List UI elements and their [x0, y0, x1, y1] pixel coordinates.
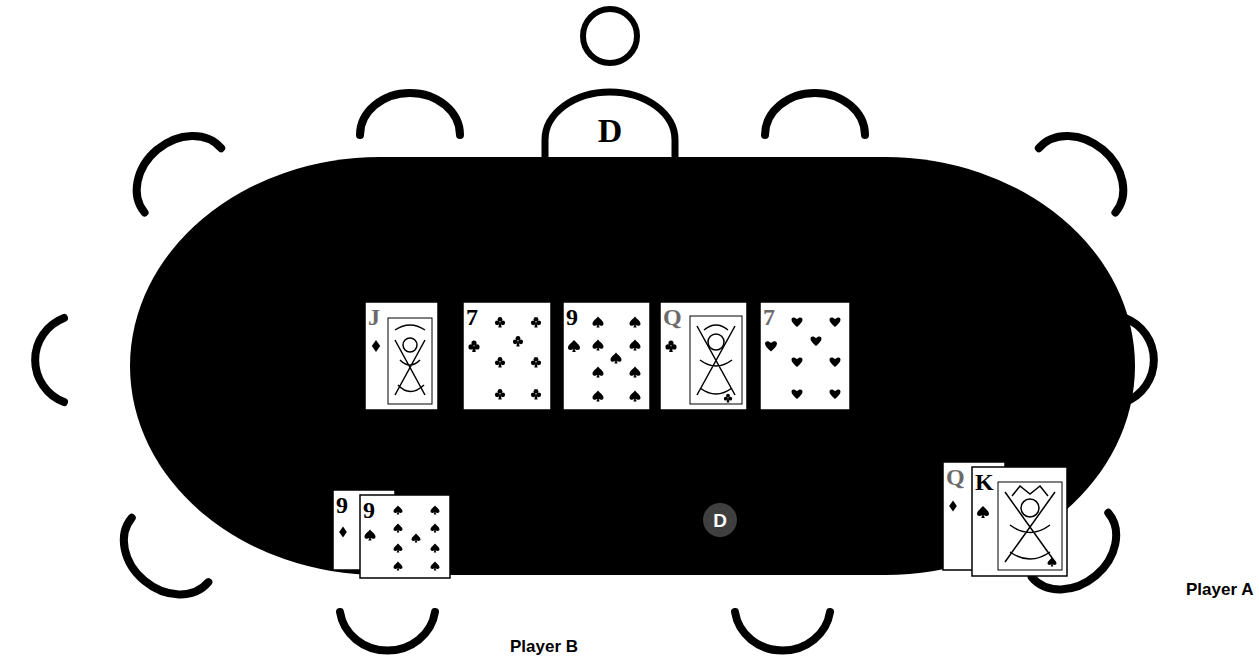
board-card: 7 — [760, 302, 850, 410]
board-cards — [365, 302, 850, 410]
face-art — [697, 325, 735, 395]
hole-card — [972, 467, 1067, 576]
card-rank: Q — [660, 302, 682, 329]
dealer-mark: D — [713, 511, 727, 530]
face-art — [998, 482, 1062, 570]
player-label: Player A — [1186, 581, 1253, 600]
hole-card — [360, 495, 450, 578]
dealer-body — [545, 92, 675, 165]
player-label: Player B — [510, 638, 578, 657]
dealer-mark: D — [598, 114, 623, 148]
face-art — [388, 318, 432, 404]
card-rank: Q — [943, 462, 965, 489]
card-rank: 9 — [333, 490, 348, 517]
board-card: 7 — [463, 302, 551, 410]
card-rank: K — [972, 467, 994, 494]
board-card: 9 — [563, 302, 650, 410]
seat-arcs — [35, 93, 1154, 651]
board-card: Q — [660, 302, 747, 410]
card-rank: 7 — [463, 302, 478, 329]
table-felt — [130, 157, 1135, 575]
dealer-head — [583, 9, 637, 63]
board-card: J — [365, 302, 438, 410]
hole-card: 9 — [333, 490, 360, 570]
face-art — [690, 316, 742, 404]
face-art — [395, 325, 425, 395]
dealer-seat: D — [560, 108, 660, 154]
card-rank: 9 — [360, 495, 375, 522]
hole-card: K — [972, 467, 1067, 576]
hole-card: 9 — [360, 495, 450, 578]
card-rank: 7 — [760, 302, 775, 329]
face-art — [1005, 486, 1055, 562]
dealer-button: D — [703, 503, 737, 537]
hole-card: Q — [943, 462, 972, 570]
card-rank: 9 — [563, 302, 578, 329]
card-rank: J — [365, 302, 380, 329]
